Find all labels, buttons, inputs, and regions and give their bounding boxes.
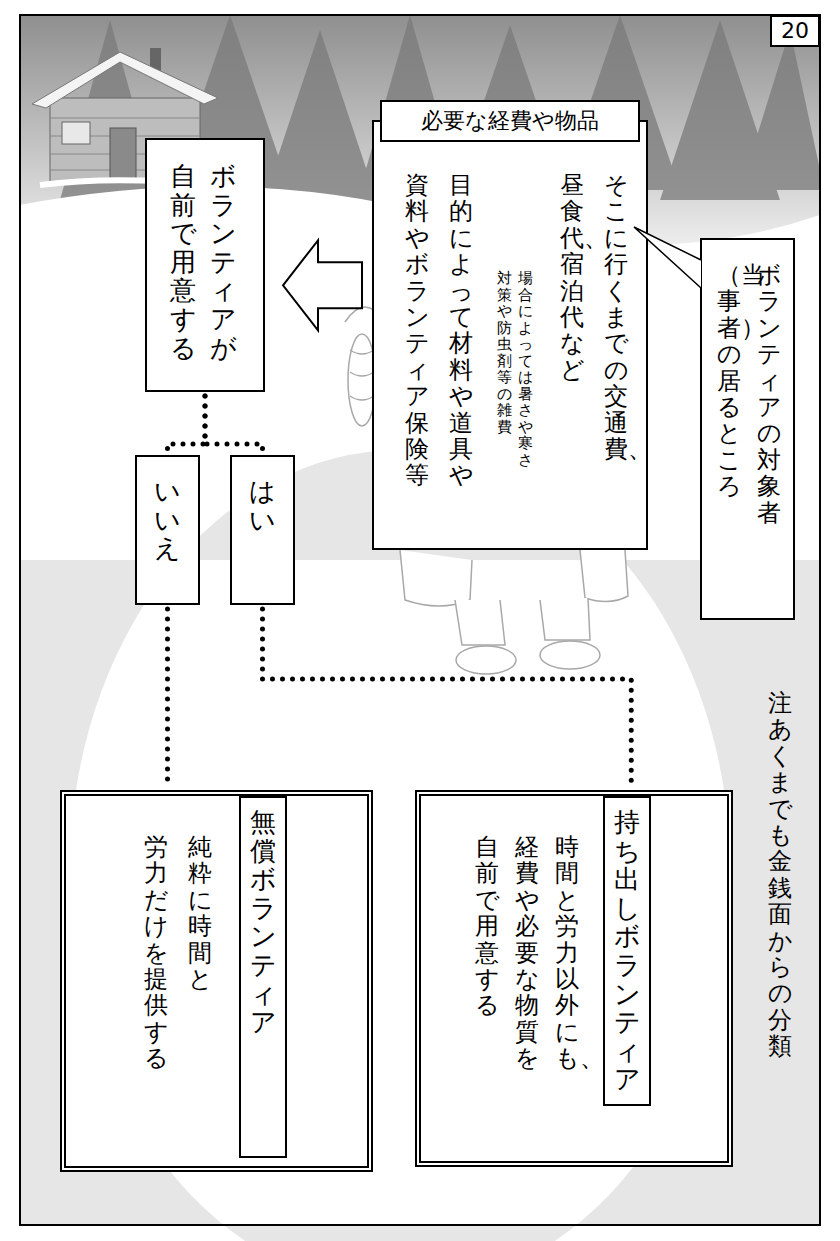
box-text: 時間と労力以外にも、 経費や必要な物質を 自前で用意する [475,834,579,1072]
box-text: 純粋に時間と 労力だけを提供する [144,834,212,1072]
dotted-connector [168,396,206,451]
page-number: 20 [770,15,820,47]
text-column: 純粋に時間と [188,834,212,992]
text-column: （当事者）の居るところ [717,262,741,500]
box-heading: 無償ボランティア [239,796,287,1158]
box-text: 目的によって材料や道具や 資料やボランティア保険等 [405,172,473,489]
process-box: 必要な経費や物品そこに行くまでの交通費、 昼食代、宿泊代など場合によっては暑さや… [372,120,648,550]
box-text: いいえ [154,477,180,563]
text-column: いいえ [154,477,180,563]
note-text: 注 あくまでも金銭面からの分類 [768,690,792,1059]
box-heading: 持ち出しボランティア [603,796,651,1106]
text-column: 昼食代、宿泊代など [560,172,584,383]
box-heading: 必要な経費や物品 [380,100,640,142]
text-column: 対策や防虫剤等の雑費 [497,270,512,435]
text-column: 労力だけを提供する [144,834,168,1072]
block-arrow [283,240,362,330]
text-column: 資料やボランティア保険等 [405,172,429,489]
callout-pointer [634,227,701,288]
box-text: そこに行くまでの交通費、 昼食代、宿泊代など [560,172,628,462]
dotted-connector [165,609,170,786]
dotted-connector [263,609,632,786]
callout-box: ボランティアの対象者 （当事者）の居るところ [700,238,795,620]
page-frame [20,15,820,1225]
text-column: 持ち出しボランティア [614,808,640,1094]
text-column: 目的によって材料や道具や [449,172,473,489]
box-text: 場合によっては暑さや寒さ 対策や防虫剤等の雑費 [497,270,533,468]
result-box: 持ち出しボランティア 時間と労力以外にも、 経費や必要な物質を 自前で用意する [415,790,733,1167]
process-box: いいえ [135,455,200,605]
box-text: ボランティアの対象者 （当事者）の居るところ [717,262,781,526]
text-column: 経費や必要な物質を [515,834,539,1072]
dotted-connector [205,396,263,451]
text-column: はい [249,477,275,534]
text-column: 注 あくまでも金銭面からの分類 [768,690,792,1059]
text-column: 自前で用意する [475,834,499,1019]
process-box: はい [230,455,295,605]
text-column: 時間と労力以外にも、 [555,834,579,1072]
process-box: ボランティアが 自前で用意する [145,138,265,392]
box-text: ボランティアが 自前で用意する [170,162,236,362]
text-column: 無償ボランティア [250,808,276,1037]
text-column: 場合によっては暑さや寒さ [518,270,533,468]
box-text: はい [249,477,275,534]
text-column: ボランティアの対象者 [757,262,781,526]
text-column: そこに行くまでの交通費、 [604,172,628,462]
text-column: ボランティアが [210,162,236,362]
result-box: 無償ボランティア 純粋に時間と 労力だけを提供する [60,790,373,1172]
text-column: 自前で用意する [170,162,196,362]
